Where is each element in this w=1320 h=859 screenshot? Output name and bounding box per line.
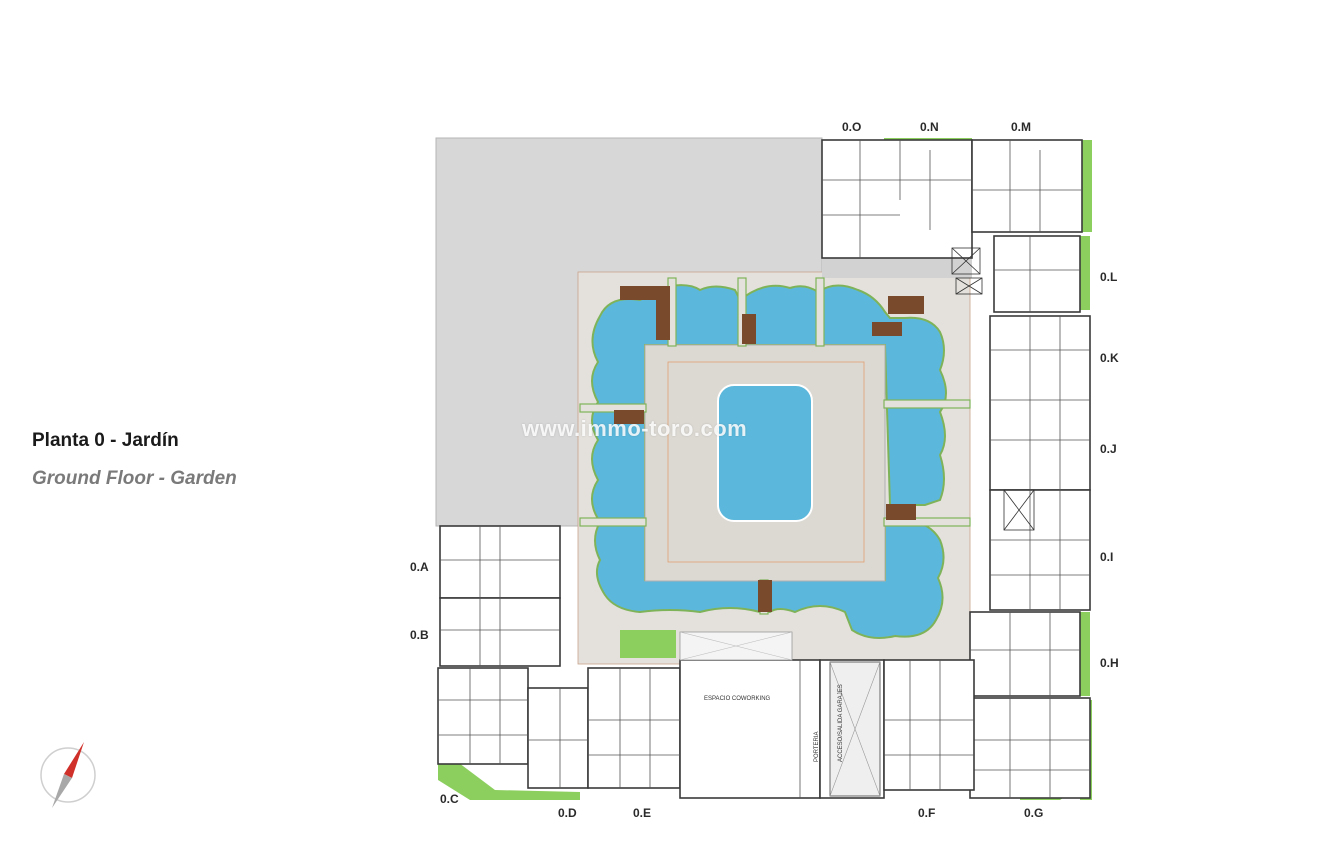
porteria-label: PORTERIA — [814, 731, 820, 762]
page-title: Planta 0 - Jardín — [32, 430, 179, 451]
unit-label-l: 0.L — [1100, 270, 1118, 284]
unit-label-a: 0.A — [410, 560, 429, 574]
interior-partitions-east — [822, 140, 1090, 798]
unit-label-o: 0.O — [842, 120, 862, 134]
page-subtitle: Ground Floor - Garden — [32, 468, 237, 489]
inner-plaza-border — [667, 361, 865, 563]
unit-label-n: 0.N — [920, 120, 939, 134]
unit-label-k: 0.K — [1100, 351, 1119, 365]
south-block — [437, 659, 975, 799]
unit-label-h: 0.H — [1100, 656, 1119, 670]
unit-label-c: 0.C — [440, 792, 459, 806]
central-pool — [717, 384, 813, 522]
north-terrace-strip — [822, 258, 972, 278]
unit-label-d: 0.D — [558, 806, 577, 820]
unit-label-g: 0.G — [1024, 806, 1044, 820]
unit-label-b: 0.B — [410, 628, 429, 642]
unit-label-e: 0.E — [633, 806, 652, 820]
watermark: www.immo-toro.com — [522, 416, 748, 441]
unit-label-f: 0.F — [918, 806, 936, 820]
north-east-block — [821, 139, 1091, 799]
unit-label-j: 0.J — [1100, 442, 1117, 456]
wooden-decks — [614, 286, 924, 612]
south-partitions — [438, 660, 974, 798]
garage-access-label: ACCESO/SALIDA GARAJES — [838, 684, 844, 762]
compass-north-arrow-icon — [40, 742, 96, 808]
garage-ramp — [829, 661, 881, 797]
west-partitions — [440, 526, 560, 666]
unit-label-i: 0.I — [1100, 550, 1114, 564]
unit-label-m: 0.M — [1011, 120, 1032, 134]
coworking-label: ESPACIO COWORKING — [704, 696, 771, 702]
walkways — [579, 277, 971, 615]
